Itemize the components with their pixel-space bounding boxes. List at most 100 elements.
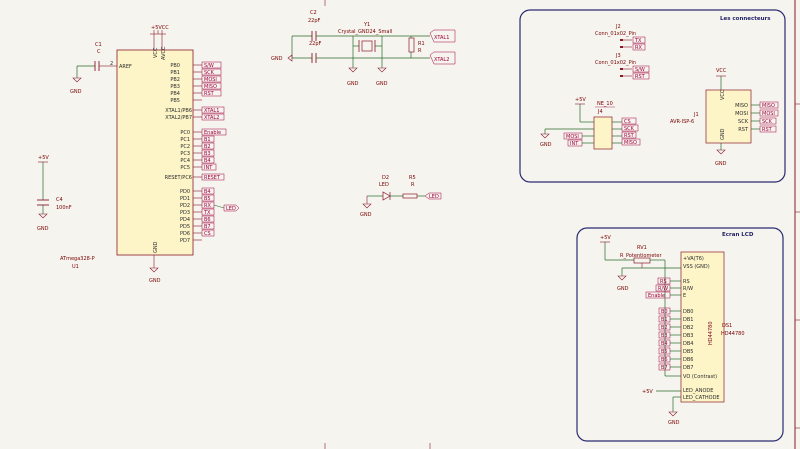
- svg-text:SCK: SCK: [624, 126, 635, 132]
- svg-text:B0: B0: [661, 309, 668, 315]
- svg-text:MOSI: MOSI: [204, 77, 217, 83]
- svg-text:VCC: VCC: [716, 68, 727, 74]
- svg-text:J2: J2: [615, 24, 621, 30]
- svg-text:PB2: PB2: [170, 77, 180, 83]
- crystal-circuit[interactable]: C2 22pF 22pF GND Y1 Crystal_GND24_Small …: [271, 10, 456, 87]
- svg-text:GND: GND: [347, 81, 359, 87]
- connectors-group[interactable]: Les connecteurs J2 Conn_01x02_Pin TX RX …: [519, 9, 786, 183]
- lcd-title: Ecran LCD: [722, 232, 754, 238]
- svg-text:PC1: PC1: [180, 137, 190, 143]
- svg-text:PD1: PD1: [180, 196, 190, 202]
- svg-text:DB4: DB4: [683, 341, 693, 347]
- lcd-frame: [576, 227, 784, 442]
- svg-text:R5: R5: [409, 175, 416, 181]
- capacitor-c4[interactable]: +5V C4 100nF GND: [37, 155, 72, 232]
- svg-text:TX: TX: [203, 210, 211, 216]
- svg-text:J4: J4: [597, 109, 603, 115]
- svg-text:RST: RST: [624, 133, 635, 139]
- svg-text:B3: B3: [204, 151, 211, 157]
- svg-text:MOSI: MOSI: [566, 134, 579, 140]
- mcu-body: [116, 49, 194, 256]
- svg-text:RV1: RV1: [637, 245, 647, 251]
- svg-text:DB3: DB3: [683, 333, 693, 339]
- svg-text:GND: GND: [376, 81, 388, 87]
- svg-text:RST: RST: [762, 127, 773, 133]
- svg-text:MISO: MISO: [735, 103, 748, 109]
- lcd-group[interactable]: Ecran LCD +5V RV1 R_Potentiometer GND HD…: [576, 227, 784, 442]
- svg-text:CS: CS: [624, 119, 631, 125]
- mcu-atmega328[interactable]: +5VCC VCC AVCC AREF GND GND ATmega328-P …: [60, 25, 240, 284]
- mcu-power-label: +5VCC: [151, 25, 169, 31]
- svg-text:J1: J1: [693, 112, 699, 118]
- svg-text:MOSI: MOSI: [762, 111, 775, 117]
- svg-text:+5V: +5V: [600, 235, 611, 241]
- svg-text:B6: B6: [204, 217, 211, 223]
- svg-text:TX: TX: [634, 38, 642, 44]
- mcu-vcc-pin: VCC: [153, 47, 159, 58]
- svg-text:+5V: +5V: [38, 155, 49, 161]
- mcu-port-d: PD0 PD1 PD2 PD3 PD4 PD5 PD6 PD7 B4 B5 RX…: [180, 187, 240, 244]
- svg-text:J3: J3: [615, 53, 621, 59]
- svg-text:GND: GND: [715, 161, 727, 167]
- svg-text:VCC: VCC: [720, 89, 726, 100]
- svg-text:E: E: [683, 293, 686, 299]
- capacitor-c1[interactable]: C1 C 2 GND: [70, 42, 113, 95]
- svg-text:DB1: DB1: [683, 317, 693, 323]
- svg-text:AVR-ISP-6: AVR-ISP-6: [670, 119, 694, 125]
- svg-text:PB4: PB4: [170, 91, 180, 97]
- svg-text:B2: B2: [204, 144, 211, 150]
- mcu-port-c: PC0 PC1 PC2 PC3 PC4 PC5 RESET/PC6 Enable…: [165, 128, 227, 181]
- svg-text:Enable: Enable: [204, 130, 221, 136]
- svg-text:B2: B2: [661, 325, 668, 331]
- svg-text:INT: INT: [570, 141, 579, 147]
- svg-text:RX: RX: [204, 203, 211, 209]
- xtal1-label: XTAL1: [434, 35, 449, 41]
- svg-text:R: R: [411, 182, 415, 188]
- svg-text:R/W: R/W: [683, 286, 693, 292]
- svg-text:B1: B1: [661, 317, 668, 323]
- led-circuit[interactable]: D2 LED R5 R GND LED: [360, 175, 442, 218]
- svg-text:C1: C1: [95, 42, 102, 48]
- svg-text:GND: GND: [720, 128, 726, 140]
- svg-text:PB1: PB1: [170, 70, 180, 76]
- svg-text:RS: RS: [660, 279, 667, 285]
- svg-text:D2: D2: [382, 175, 389, 181]
- xtal2-label: XTAL2: [434, 57, 449, 63]
- svg-text:Conn_01x02_Pin: Conn_01x02_Pin: [595, 31, 636, 37]
- svg-text:DB6: DB6: [683, 357, 693, 363]
- svg-text:GND: GND: [540, 142, 552, 148]
- svg-text:SCK: SCK: [204, 70, 215, 76]
- svg-text:DB7: DB7: [683, 365, 693, 371]
- svg-text:B7: B7: [204, 224, 211, 230]
- svg-text:RS: RS: [683, 279, 690, 285]
- svg-text:100nF: 100nF: [56, 205, 72, 211]
- svg-text:Crystal_GND24_Small: Crystal_GND24_Small: [338, 29, 392, 35]
- svg-text:PC3: PC3: [180, 151, 190, 157]
- svg-text:R1: R1: [418, 41, 425, 47]
- svg-text:RST: RST: [635, 74, 646, 80]
- svg-text:LED_ANODE: LED_ANODE: [683, 388, 713, 394]
- svg-text:GND: GND: [617, 286, 629, 292]
- lcd-data-bus: DB0 DB1 DB2 DB3 DB4 DB5 DB6 DB7 B0 B1 B2…: [658, 307, 693, 371]
- svg-text:XTAL2: XTAL2: [204, 115, 219, 121]
- svg-text:MOSI: MOSI: [735, 111, 748, 117]
- svg-text:PD3: PD3: [180, 210, 190, 216]
- svg-text:Conn_01x02_Pin: Conn_01x02_Pin: [595, 60, 636, 66]
- mcu-labels-b: S/W SCK MOSI MISO RST XTAL1 XTAL2: [201, 61, 225, 121]
- svg-text:PC2: PC2: [180, 144, 190, 150]
- svg-text:PB3: PB3: [170, 84, 180, 90]
- lcd-chip-label: HD44780: [708, 321, 714, 345]
- svg-text:PD5: PD5: [180, 224, 190, 230]
- svg-text:S/W: S/W: [204, 63, 214, 69]
- svg-text:RST: RST: [738, 127, 749, 133]
- mcu-avcc-pin: AVCC: [161, 46, 167, 60]
- svg-text:B4: B4: [661, 341, 668, 347]
- svg-text:Y1: Y1: [363, 22, 370, 28]
- svg-text:GND: GND: [271, 56, 283, 62]
- svg-text:PD2: PD2: [180, 203, 190, 209]
- mcu-aref-pin: AREF: [119, 64, 132, 70]
- svg-text:+5V: +5V: [575, 97, 586, 103]
- svg-text:+VA(T6): +VA(T6): [683, 256, 704, 262]
- mcu-gnd-label: GND: [149, 278, 161, 284]
